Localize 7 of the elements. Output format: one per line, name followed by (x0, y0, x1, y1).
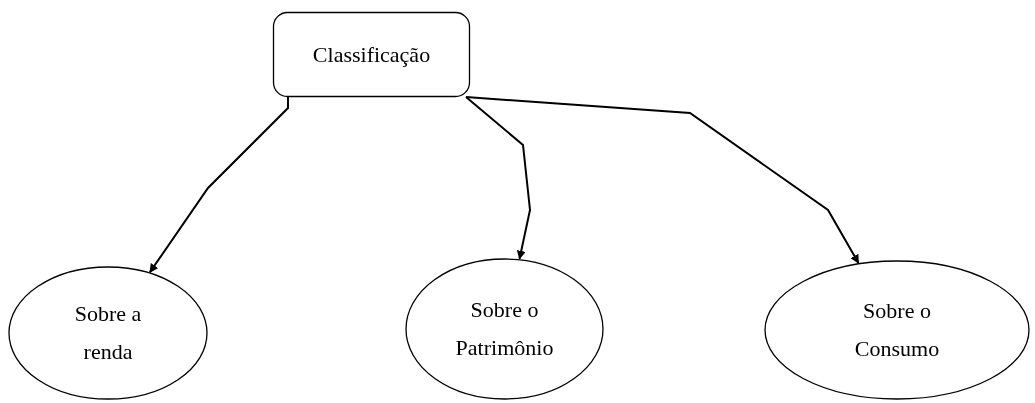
arrow (465, 96, 531, 260)
node-label: Sobre o Consumo (853, 297, 941, 363)
node-label: Classificação (311, 40, 432, 69)
arrow (465, 96, 860, 264)
node-label: Sobre o Patrimônio (454, 296, 555, 362)
arrow (148, 96, 289, 274)
node-label: Sobre a renda (73, 300, 143, 366)
